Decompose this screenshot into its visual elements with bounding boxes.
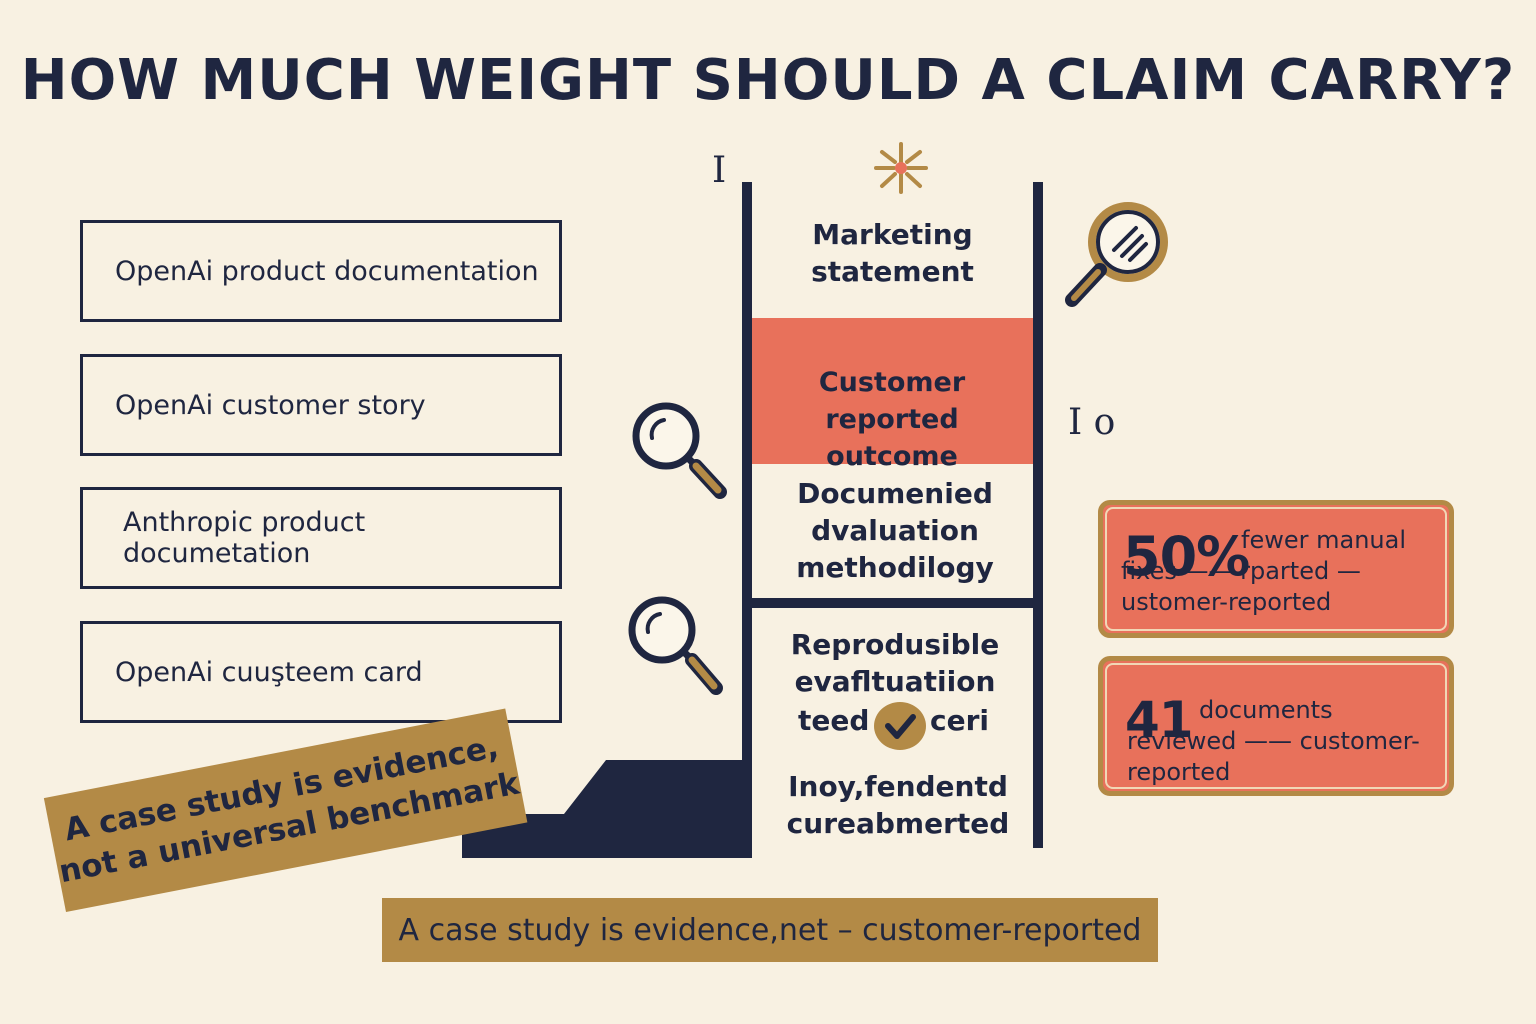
rung-reproducible-evaluation: Reprodusible evafltuatiion [790, 628, 1000, 698]
ladder-rung-divider [752, 598, 1033, 608]
rung-documented-methodology: Documenied dvaluation methodilogy [796, 477, 994, 584]
ladder-marker-right: I o [1068, 402, 1116, 443]
rung-reproducible-tested: teed [798, 704, 870, 737]
rung-customer-reported: Customer reported outcome [818, 367, 966, 472]
sparkle-icon [874, 142, 928, 194]
stat-card-documents-reviewed: 41 documents reviewed —— customer-report… [1098, 656, 1454, 796]
magnifier-icon [628, 596, 723, 695]
rung-reproducible-cert: ceri [930, 704, 989, 737]
source-box-openai-product-docs: OpenAi product documentation [80, 220, 562, 322]
checkmark-icon [874, 702, 926, 750]
ladder-marker-left: I [712, 150, 727, 191]
rung-marketing-statement: Marketing statement [811, 218, 974, 288]
ladder-left-rail [742, 182, 752, 858]
source-box-openai-system-card: OpenAi cuuşteem card [80, 621, 562, 723]
stat-card-fewer-fixes: 50% fewer manual fixes —— rparted — usto… [1098, 500, 1454, 638]
bottom-banner-case-study: A case study is evidence,net – customer-… [382, 898, 1158, 962]
source-label: Anthropic product documetation [123, 507, 366, 569]
stat-description: fewer manual fixes —— rparted — ustomer-… [1121, 526, 1406, 616]
rung-independent: Inoy,fendentd cureabmerted [786, 770, 1010, 840]
stat-description: documents reviewed —— customer-reported [1127, 696, 1420, 786]
ladder-right-rail [1033, 182, 1043, 848]
source-label: OpenAi customer story [115, 389, 426, 421]
rung-highlight-customer [752, 318, 1033, 464]
source-box-anthropic-product-docs: Anthropic product documetation [80, 487, 562, 589]
stat-value: 50% [1123, 525, 1250, 588]
source-label: OpenAi product documentation [115, 255, 539, 287]
stat-value: 41 [1125, 691, 1194, 749]
stair-base-shape [462, 760, 752, 858]
tilt-banner-case-study: A case study is evidence, not a universa… [43, 708, 528, 912]
page-title: HOW MUCH WEIGHT SHOULD A CLAIM CARRY? [20, 48, 1516, 113]
source-label: OpenAi cuuşteem card [115, 656, 423, 688]
magnifier-icon [1065, 202, 1168, 307]
source-box-openai-customer-story: OpenAi customer story [80, 354, 562, 456]
magnifier-icon [632, 402, 727, 499]
